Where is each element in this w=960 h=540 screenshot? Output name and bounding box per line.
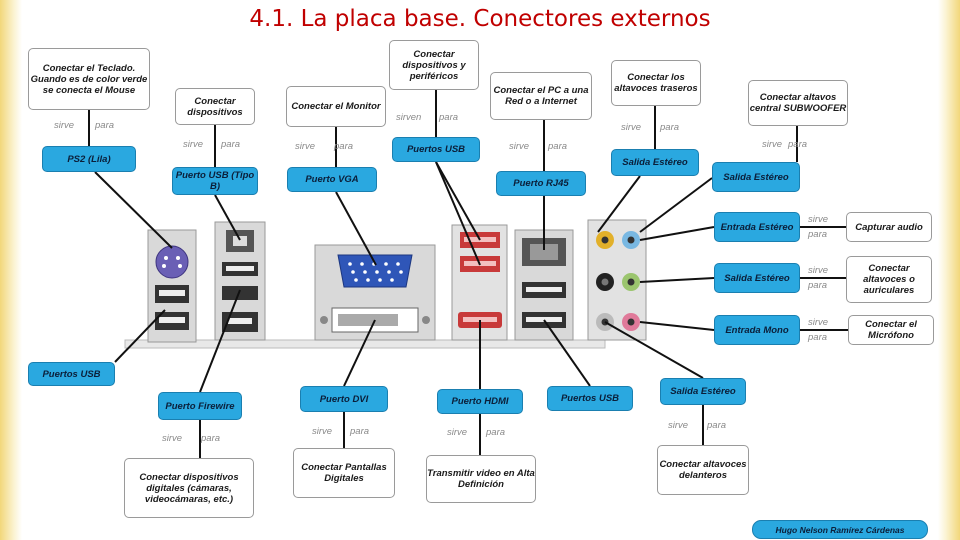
para-label: para: [707, 420, 727, 431]
sirve-label: sirve: [621, 122, 642, 133]
port-stereo-out-3: Salida Estéreo: [714, 263, 800, 293]
audio-jacks-block: [587, 219, 647, 341]
port-firewire: Puerto Firewire: [158, 392, 242, 420]
sirve-label: sirve: [312, 426, 333, 437]
purpose-microphone: Conectar el Micrófono: [848, 315, 934, 345]
port-stereo-out-1: Salida Estéreo: [611, 149, 699, 176]
port-stereo-out-4: Salida Estéreo: [660, 378, 746, 405]
purpose-headphones: Conectar altavoces o auriculares: [846, 256, 932, 303]
purpose-digital-devices: Conectar dispositivos digitales (cámaras…: [124, 458, 254, 518]
port-stereo-in: Entrada Estéreo: [714, 212, 800, 242]
port-stereo-out-2: Salida Estéreo: [712, 162, 800, 192]
para-label: para: [221, 139, 241, 150]
purpose-capture-audio: Capturar audio: [846, 212, 932, 242]
para-label: para: [334, 141, 354, 152]
vga-dvi-block: [314, 244, 436, 341]
purpose-rear-speakers: Conectar los altavoces traseros: [611, 60, 701, 106]
usb-b-firewire-block: [214, 221, 266, 341]
purpose-hd-video: Transmitir video en Alta Definición: [426, 455, 536, 503]
purpose-keyboard: Conectar el Teclado. Guando es de color …: [28, 48, 150, 110]
sirve-label: sirve: [162, 433, 183, 444]
port-hdmi: Puerto HDMI: [437, 389, 523, 414]
purpose-usb-devices: Conectar dispositivos y periféricos: [389, 40, 479, 90]
sirve-label: sirve: [295, 141, 316, 152]
para-label: para: [808, 332, 828, 343]
para-label: para: [201, 433, 221, 444]
purpose-devices: Conectar dispositivos: [175, 88, 255, 125]
purpose-digital-screens: Conectar Pantallas Digitales: [293, 448, 395, 498]
sirve-label: sirve: [808, 265, 829, 276]
port-dvi: Puerto DVI: [300, 386, 388, 412]
para-label: para: [95, 120, 115, 131]
sirve-label: sirve: [808, 317, 829, 328]
para-label: para: [548, 141, 568, 152]
para-label: para: [439, 112, 459, 123]
purpose-network: Conectar el PC a una Red o a Internet: [490, 72, 592, 120]
sirven-label: sirven: [396, 112, 422, 123]
para-label: para: [808, 229, 828, 240]
port-ps2: PS2 (Lila): [42, 146, 136, 172]
para-label: para: [350, 426, 370, 437]
para-label: para: [808, 280, 828, 291]
para-label: para: [788, 139, 808, 150]
ps2-usb-block: [147, 229, 197, 343]
usb-hdmi-block: [451, 224, 508, 341]
port-usb-bottom: Puertos USB: [547, 386, 633, 411]
sirve-label: sirve: [668, 420, 689, 431]
port-mono-in: Entrada Mono: [714, 315, 800, 345]
para-label: para: [486, 427, 506, 438]
purpose-subwoofer: Conectar altavos central SUBWOOFER: [748, 80, 848, 126]
sirve-label: sirve: [808, 214, 829, 225]
sirve-label: sirve: [447, 427, 468, 438]
slide-title: 4.1. La placa base. Conectores externos: [249, 6, 711, 32]
sirve-label: sirve: [183, 139, 204, 150]
purpose-front-speakers: Conectar altavoces delanteros: [657, 445, 749, 495]
sirve-label: sirve: [509, 141, 530, 152]
para-label: para: [660, 122, 680, 133]
port-vga: Puerto VGA: [287, 167, 377, 192]
sirve-label: sirve: [54, 120, 75, 131]
port-usb-top: Puertos USB: [392, 137, 480, 162]
author-credit: Hugo Nelson Ramírez Cárdenas: [752, 520, 928, 539]
port-usb-b: Puerto USB (Tipo B): [172, 167, 258, 195]
sirve-label: sirve: [762, 139, 783, 150]
port-usb-left: Puertos USB: [28, 362, 115, 386]
port-rj45: Puerto RJ45: [496, 171, 586, 196]
purpose-monitor: Conectar el Monitor: [286, 86, 386, 127]
